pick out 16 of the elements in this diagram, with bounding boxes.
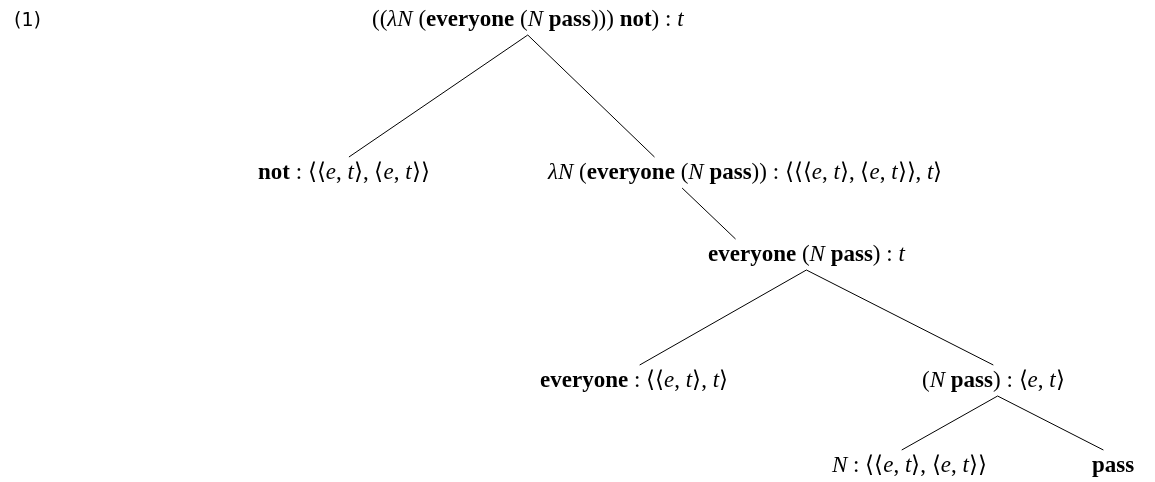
tree-node-label: not : ⟨⟨e, t⟩, ⟨e, t⟩⟩ xyxy=(258,158,430,186)
tree-branch-line xyxy=(681,187,737,240)
tree-node-label: N : ⟨⟨e, t⟩, ⟨e, t⟩⟩ xyxy=(832,451,987,479)
tree-branch-line xyxy=(348,34,529,158)
tree-node-label: ((λN (everyone (N pass))) not) : t xyxy=(372,5,684,33)
tree-node-label: (N pass) : ⟨e, t⟩ xyxy=(922,366,1065,394)
tree-branch-line xyxy=(901,395,999,451)
tree-node-label: λN (everyone (N pass)) : ⟨⟨⟨e, t⟩, ⟨e, t⟩⟩, t⟩ xyxy=(548,158,943,186)
example-number: (1) xyxy=(14,7,41,32)
tree-branch-line xyxy=(639,269,807,366)
tree-branch-line xyxy=(527,34,655,158)
tree-node-label: pass xyxy=(1092,451,1135,479)
tree-node-label: everyone : ⟨⟨e, t⟩, t⟩ xyxy=(540,366,729,394)
tree-branch-line xyxy=(997,395,1104,451)
tree-branch-line xyxy=(805,269,994,366)
tree-node-label: everyone (N pass) : t xyxy=(708,240,905,268)
